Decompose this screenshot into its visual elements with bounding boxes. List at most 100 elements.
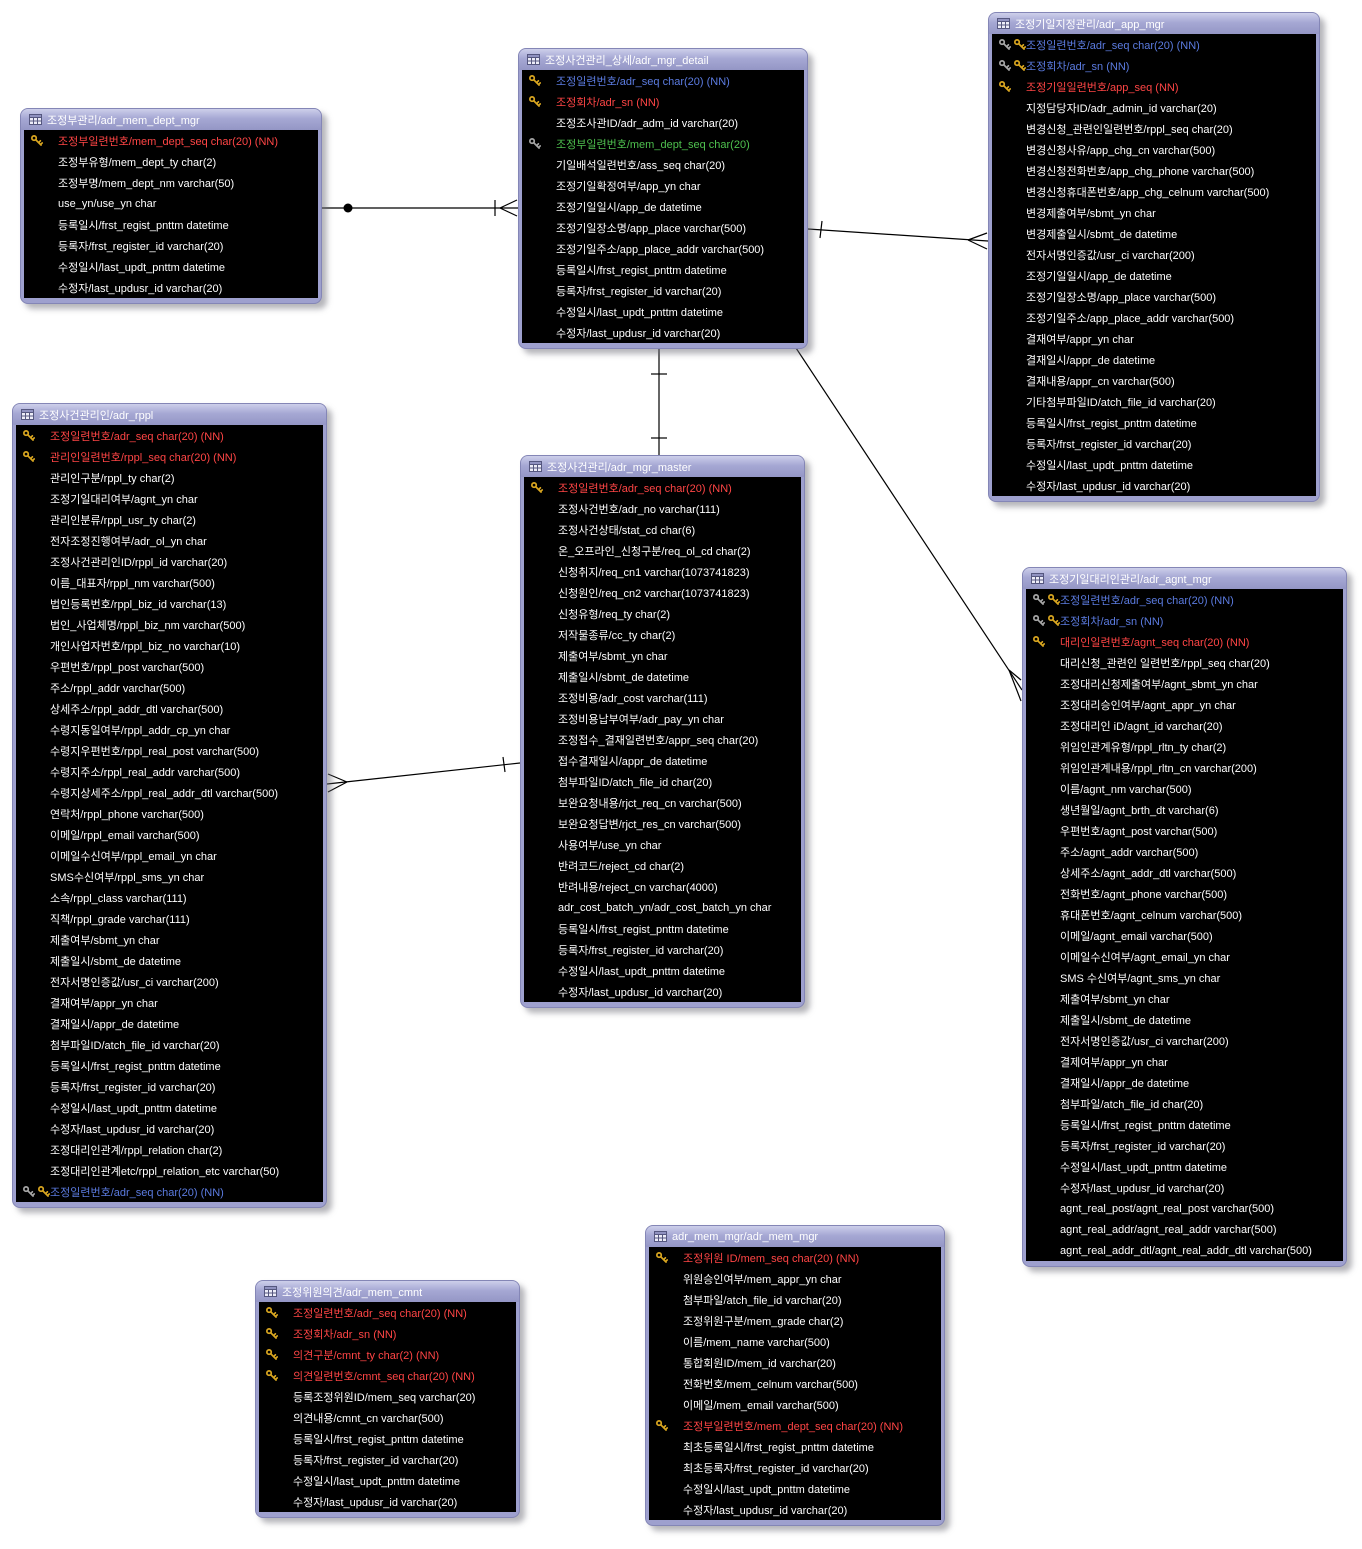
column-row[interactable]: 조정비용납부여부/adr_pay_yn char	[524, 708, 801, 729]
column-row[interactable]: 조정일련번호/adr_seq char(20) (NN)	[522, 70, 804, 91]
column-row[interactable]: 수정일시/last_updt_pnttm datetime	[16, 1097, 323, 1118]
column-row[interactable]: 우편번호/rppl_post varchar(500)	[16, 656, 323, 677]
column-row[interactable]: 반려내용/reject_cn varchar(4000)	[524, 876, 801, 897]
table-header[interactable]: 조정사건관리인/adr_rppl	[13, 404, 326, 425]
column-row[interactable]: 수정일시/last_updt_pnttm datetime	[524, 960, 801, 981]
column-row[interactable]: 신청유형/req_ty char(2)	[524, 603, 801, 624]
column-row[interactable]: 변경제출여부/sbmt_yn char	[992, 202, 1316, 223]
column-row[interactable]: 의견일련번호/cmnt_seq char(20) (NN)	[259, 1365, 516, 1386]
column-row[interactable]: 전자서명인증값/usr_ci varchar(200)	[16, 971, 323, 992]
column-row[interactable]: 등록자/frst_register_id varchar(20)	[259, 1449, 516, 1470]
column-row[interactable]: 전자조정진행여부/adr_ol_yn char	[16, 530, 323, 551]
column-row[interactable]: 위임인관계내용/rppl_rltn_cn varchar(200)	[1026, 757, 1343, 778]
column-row[interactable]: 수정일시/last_updt_pnttm datetime	[24, 256, 318, 277]
column-row[interactable]: 최초등록자/frst_register_id varchar(20)	[649, 1457, 941, 1478]
column-row[interactable]: 조정기일일시/app_de datetime	[992, 265, 1316, 286]
column-row[interactable]: 등록조정위원ID/mem_seq varchar(20)	[259, 1386, 516, 1407]
column-row[interactable]: 등록자/frst_register_id varchar(20)	[16, 1076, 323, 1097]
column-row[interactable]: 보완요청답변/rjct_res_cn varchar(500)	[524, 813, 801, 834]
column-row[interactable]: 조정부명/mem_dept_nm varchar(50)	[24, 172, 318, 193]
column-row[interactable]: 통합회원ID/mem_id varchar(20)	[649, 1352, 941, 1373]
column-row[interactable]: 결재여부/appr_yn char	[992, 328, 1316, 349]
column-row[interactable]: 조정회차/adr_sn (NN)	[259, 1323, 516, 1344]
table-header[interactable]: 조정부관리/adr_mem_dept_mgr	[21, 109, 321, 130]
column-row[interactable]: 조정일련번호/adr_seq char(20) (NN)	[1026, 589, 1343, 610]
column-row[interactable]: 전화번호/mem_celnum varchar(500)	[649, 1373, 941, 1394]
column-row[interactable]: 조정일련번호/adr_seq char(20) (NN)	[16, 1181, 323, 1202]
column-row[interactable]: 등록일시/frst_regist_pnttm datetime	[992, 412, 1316, 433]
column-row[interactable]: SMS 수신여부/agnt_sms_yn char	[1026, 967, 1343, 988]
column-row[interactable]: 조정부일련번호/mem_dept_seq char(20)	[522, 133, 804, 154]
column-row[interactable]: 변경신청_관련인일련번호/rppl_seq char(20)	[992, 118, 1316, 139]
column-row[interactable]: 제출여부/sbmt_yn char	[1026, 988, 1343, 1009]
column-row[interactable]: 이름/mem_name varchar(500)	[649, 1331, 941, 1352]
column-row[interactable]: 전자서명인증값/usr_ci varchar(200)	[992, 244, 1316, 265]
column-row[interactable]: 등록일시/frst_regist_pnttm datetime	[16, 1055, 323, 1076]
column-row[interactable]: 수령지동일여부/rppl_addr_cp_yn char	[16, 719, 323, 740]
column-row[interactable]: 등록자/frst_register_id varchar(20)	[522, 280, 804, 301]
column-row[interactable]: 수정자/last_updusr_id varchar(20)	[649, 1499, 941, 1520]
column-row[interactable]: 이메일수신여부/rppl_email_yn char	[16, 845, 323, 866]
column-row[interactable]: 수정자/last_updusr_id varchar(20)	[992, 475, 1316, 496]
table-header[interactable]: adr_mem_mgr/adr_mem_mgr	[646, 1226, 944, 1247]
column-row[interactable]: 조정접수_결재일련번호/appr_seq char(20)	[524, 729, 801, 750]
column-row[interactable]: 수정일시/last_updt_pnttm datetime	[649, 1478, 941, 1499]
column-row[interactable]: 접수결재일시/appr_de datetime	[524, 750, 801, 771]
column-row[interactable]: 반려코드/reject_cd char(2)	[524, 855, 801, 876]
column-row[interactable]: 생년월일/agnt_brth_dt varchar(6)	[1026, 799, 1343, 820]
column-row[interactable]: agnt_real_addr/agnt_real_addr varchar(50…	[1026, 1219, 1343, 1240]
column-row[interactable]: 수정일시/last_updt_pnttm datetime	[992, 454, 1316, 475]
column-row[interactable]: 조정기일장소명/app_place varchar(500)	[522, 217, 804, 238]
column-row[interactable]: 이메일/mem_email varchar(500)	[649, 1394, 941, 1415]
column-row[interactable]: 조정대리인관계etc/rppl_relation_etc varchar(50)	[16, 1160, 323, 1181]
column-row[interactable]: 개인사업자번호/rppl_biz_no varchar(10)	[16, 635, 323, 656]
column-row[interactable]: 첨부파일/atch_file_id varchar(20)	[649, 1289, 941, 1310]
column-row[interactable]: 최초등록일시/frst_regist_pnttm datetime	[649, 1436, 941, 1457]
column-row[interactable]: 조정기일주소/app_place_addr varchar(500)	[522, 238, 804, 259]
column-row[interactable]: 법인_사업체명/rppl_biz_nm varchar(500)	[16, 614, 323, 635]
column-row[interactable]: 소속/rppl_class varchar(111)	[16, 887, 323, 908]
column-row[interactable]: 저작물종류/cc_ty char(2)	[524, 624, 801, 645]
column-row[interactable]: 대리인일련번호/agnt_seq char(20) (NN)	[1026, 631, 1343, 652]
column-row[interactable]: 등록일시/frst_regist_pnttm datetime	[1026, 1114, 1343, 1135]
column-row[interactable]: 이메일/rppl_email varchar(500)	[16, 824, 323, 845]
column-row[interactable]: 등록일시/frst_regist_pnttm datetime	[522, 259, 804, 280]
column-row[interactable]: 관리인구분/rppl_ty char(2)	[16, 467, 323, 488]
column-row[interactable]: 수정자/last_updusr_id varchar(20)	[524, 981, 801, 1002]
column-row[interactable]: 결재일시/appr_de datetime	[992, 349, 1316, 370]
column-row[interactable]: 조정회차/adr_sn (NN)	[522, 91, 804, 112]
table-header[interactable]: 조정사건관리_상세/adr_mgr_detail	[519, 49, 807, 70]
column-row[interactable]: 변경신청사유/app_chg_cn varchar(500)	[992, 139, 1316, 160]
column-row[interactable]: 기타첨부파일ID/atch_file_id varchar(20)	[992, 391, 1316, 412]
column-row[interactable]: 등록일시/frst_regist_pnttm datetime	[524, 918, 801, 939]
table-adr_rppl[interactable]: 조정사건관리인/adr_rppl 조정일련번호/adr_seq char(20) …	[12, 403, 327, 1208]
column-row[interactable]: 조정위원구분/mem_grade char(2)	[649, 1310, 941, 1331]
column-row[interactable]: 수정자/last_updusr_id varchar(20)	[16, 1118, 323, 1139]
column-row[interactable]: 변경제출일시/sbmt_de datetime	[992, 223, 1316, 244]
table-header[interactable]: 조정기일대리인관리/adr_agnt_mgr	[1023, 568, 1346, 589]
column-row[interactable]: 첨부파일/atch_file_id char(20)	[1026, 1093, 1343, 1114]
column-row[interactable]: 조정대리신청제출여부/agnt_sbmt_yn char	[1026, 673, 1343, 694]
column-row[interactable]: 의견내용/cmnt_cn varchar(500)	[259, 1407, 516, 1428]
column-row[interactable]: 제출일시/sbmt_de datetime	[1026, 1009, 1343, 1030]
column-row[interactable]: 관리인분류/rppl_usr_ty char(2)	[16, 509, 323, 530]
column-row[interactable]: 조정조사관ID/adr_adm_id varchar(20)	[522, 112, 804, 133]
column-row[interactable]: 등록자/frst_register_id varchar(20)	[1026, 1135, 1343, 1156]
column-row[interactable]: 우편번호/agnt_post varchar(500)	[1026, 820, 1343, 841]
column-row[interactable]: 등록일시/frst_regist_pnttm datetime	[259, 1428, 516, 1449]
column-row[interactable]: 조정기일대리여부/agnt_yn char	[16, 488, 323, 509]
column-row[interactable]: agnt_real_addr_dtl/agnt_real_addr_dtl va…	[1026, 1240, 1343, 1261]
column-row[interactable]: 이메일/agnt_email varchar(500)	[1026, 925, 1343, 946]
column-row[interactable]: 조정기일일련번호/app_seq (NN)	[992, 76, 1316, 97]
column-row[interactable]: 조정부일련번호/mem_dept_seq char(20) (NN)	[24, 130, 318, 151]
column-row[interactable]: 조정일련번호/adr_seq char(20) (NN)	[524, 477, 801, 498]
table-header[interactable]: 조정사건관리/adr_mgr_master	[521, 456, 804, 477]
column-row[interactable]: 조정부일련번호/mem_dept_seq char(20) (NN)	[649, 1415, 941, 1436]
column-row[interactable]: 지정담당자ID/adr_admin_id varchar(20)	[992, 97, 1316, 118]
